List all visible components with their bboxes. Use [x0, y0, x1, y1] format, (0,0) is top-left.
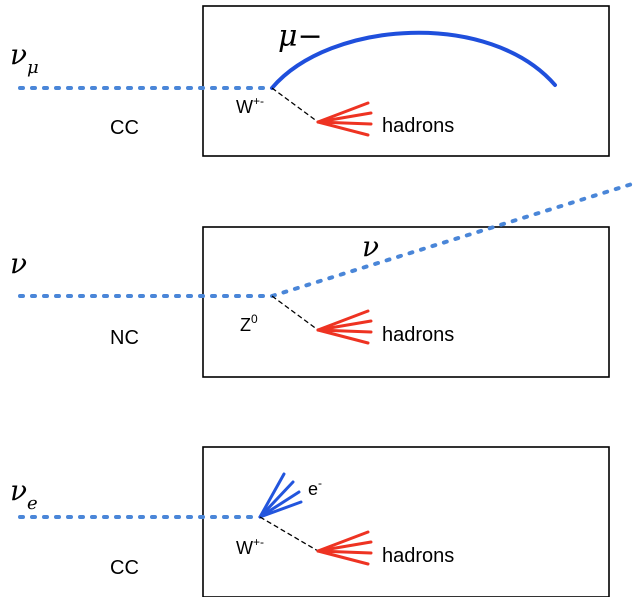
hadron-jet: [316, 101, 373, 137]
boson-label: W+-: [236, 535, 264, 558]
hadron-jet: [316, 530, 373, 566]
boson-label: W+-: [236, 94, 264, 117]
hadrons-label: hadrons: [382, 324, 454, 346]
panel-numu-cc: νμ CC μ− W+- hadrons: [10, 5, 610, 157]
interaction-type-label: CC: [110, 557, 139, 579]
detector-box: [202, 226, 610, 378]
panel-nue-cc: νe CC e- W+- hadrons: [10, 446, 610, 597]
boson-label: Z0: [240, 312, 258, 335]
panel-nu-nc: ν NC ν Z0 hadrons: [10, 182, 634, 378]
hadrons-label: hadrons: [382, 545, 454, 567]
boson-propagator: [271, 87, 319, 123]
boson-propagator: [259, 516, 319, 552]
hadrons-label: hadrons: [382, 115, 454, 137]
outgoing-lepton-label: μ−: [278, 19, 323, 54]
incoming-neutrino-label: ν: [10, 247, 27, 280]
interaction-type-label: NC: [110, 327, 139, 349]
outgoing-neutrino-beam: [270, 182, 634, 298]
incoming-neutrino-label: νe: [10, 474, 38, 514]
electron-shower: [258, 472, 303, 519]
muon-track: [270, 30, 557, 90]
hadron-jet: [316, 309, 373, 345]
detector-box: [202, 446, 610, 597]
interaction-type-label: CC: [110, 117, 139, 139]
incoming-neutrino-label: νμ: [10, 38, 39, 78]
outgoing-neutrino-label: ν: [362, 230, 379, 263]
boson-propagator: [271, 295, 319, 331]
outgoing-lepton-label: e-: [308, 476, 322, 499]
detector-box: [202, 5, 610, 157]
